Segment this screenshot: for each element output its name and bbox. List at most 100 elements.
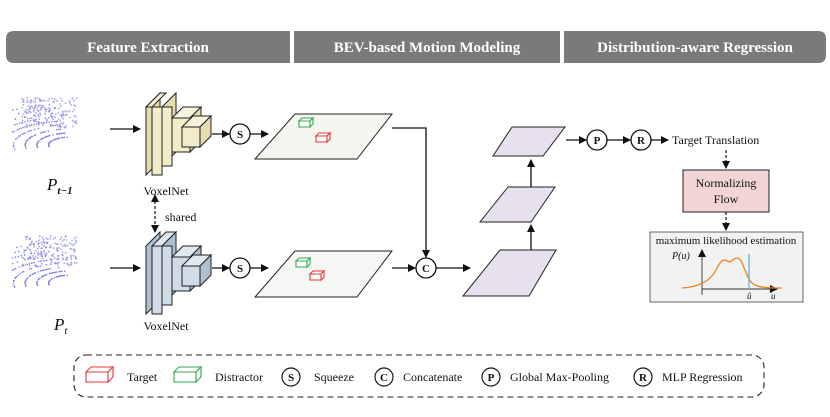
- point: [22, 263, 24, 266]
- point: [44, 113, 46, 115]
- point: [49, 279, 51, 281]
- point: [56, 128, 58, 131]
- point: [24, 142, 27, 145]
- svg-text:R: R: [637, 135, 646, 147]
- point: [60, 97, 62, 100]
- point: [58, 107, 60, 110]
- legend-target-text: Target: [127, 370, 158, 384]
- point: [33, 252, 36, 255]
- point: [30, 251, 33, 254]
- point: [24, 109, 27, 111]
- point: [45, 268, 48, 271]
- point: [44, 117, 47, 119]
- point: [49, 235, 52, 238]
- point: [39, 265, 42, 267]
- point: [20, 127, 22, 130]
- point: [64, 102, 67, 104]
- point: [29, 248, 31, 251]
- point: [40, 122, 43, 124]
- point: [33, 119, 36, 121]
- point: [41, 131, 43, 134]
- point: [33, 110, 35, 112]
- point: [75, 236, 78, 239]
- point: [64, 126, 67, 129]
- point: [60, 243, 63, 246]
- normalizing-flow-line2: Flow: [714, 192, 739, 206]
- point: [66, 259, 68, 261]
- point: [43, 259, 45, 262]
- point: [61, 111, 64, 113]
- header-regression: Distribution-aware Regression: [564, 31, 826, 63]
- point: [49, 267, 51, 270]
- point: [61, 270, 63, 273]
- point: [21, 133, 24, 135]
- header-regression-text: Distribution-aware Regression: [597, 40, 793, 56]
- point: [30, 129, 32, 132]
- point: [33, 128, 36, 131]
- point: [59, 128, 62, 131]
- point: [21, 122, 24, 125]
- voxelnet-bottom-block: [145, 230, 213, 316]
- point: [53, 106, 56, 109]
- point: [45, 246, 47, 248]
- point: [63, 132, 66, 134]
- normalizing-flow-box: Normalizing Flow: [682, 169, 770, 213]
- point: [19, 134, 21, 137]
- point: [53, 138, 56, 141]
- point: [57, 133, 59, 135]
- mle-plot: maximum likelihood estimation P(u) û u: [649, 231, 804, 303]
- point: [75, 241, 78, 244]
- point: [26, 246, 29, 249]
- point: [55, 123, 58, 126]
- point: [42, 137, 44, 139]
- point: [49, 272, 52, 275]
- point: [34, 120, 37, 123]
- point: [39, 113, 42, 116]
- legend-distractor: [172, 365, 203, 384]
- point: [55, 99, 58, 102]
- point: [38, 239, 40, 242]
- point: [24, 132, 26, 134]
- point: [35, 112, 37, 114]
- point: [11, 262, 14, 265]
- mle-x-label: u: [771, 291, 776, 301]
- point: [63, 262, 66, 264]
- point: [12, 109, 14, 111]
- point: [35, 118, 38, 121]
- point: [29, 257, 32, 259]
- point: [42, 131, 45, 133]
- svg-text:P: P: [488, 372, 495, 384]
- point: [21, 257, 23, 259]
- point: [15, 138, 17, 141]
- point: [26, 109, 29, 111]
- point: [73, 251, 76, 253]
- motion-plane-top: [492, 126, 567, 157]
- point: [57, 247, 60, 249]
- point: [26, 99, 29, 102]
- point: [74, 239, 77, 242]
- legend-squeeze-symbol: S: [281, 367, 301, 387]
- point: [61, 132, 63, 135]
- legend: Target Distractor S Squeeze C Concatenat…: [73, 354, 765, 398]
- point: [43, 249, 45, 252]
- point: [40, 241, 43, 244]
- point: [55, 138, 58, 140]
- point: [25, 249, 27, 251]
- svg-text:S: S: [288, 372, 294, 384]
- point: [25, 278, 28, 280]
- point: [22, 98, 25, 101]
- point: [73, 121, 75, 123]
- point-cloud-current-label: Pt: [53, 315, 68, 337]
- squeeze-operator-top: S: [229, 123, 251, 145]
- point: [60, 236, 63, 239]
- point: [37, 265, 40, 268]
- legend-pooling-symbol: P: [481, 367, 501, 387]
- point: [16, 261, 19, 263]
- point: [21, 106, 23, 109]
- point: [38, 104, 40, 107]
- point: [53, 98, 56, 101]
- point: [33, 123, 35, 126]
- point: [75, 119, 77, 122]
- point: [54, 261, 56, 264]
- point: [34, 134, 37, 136]
